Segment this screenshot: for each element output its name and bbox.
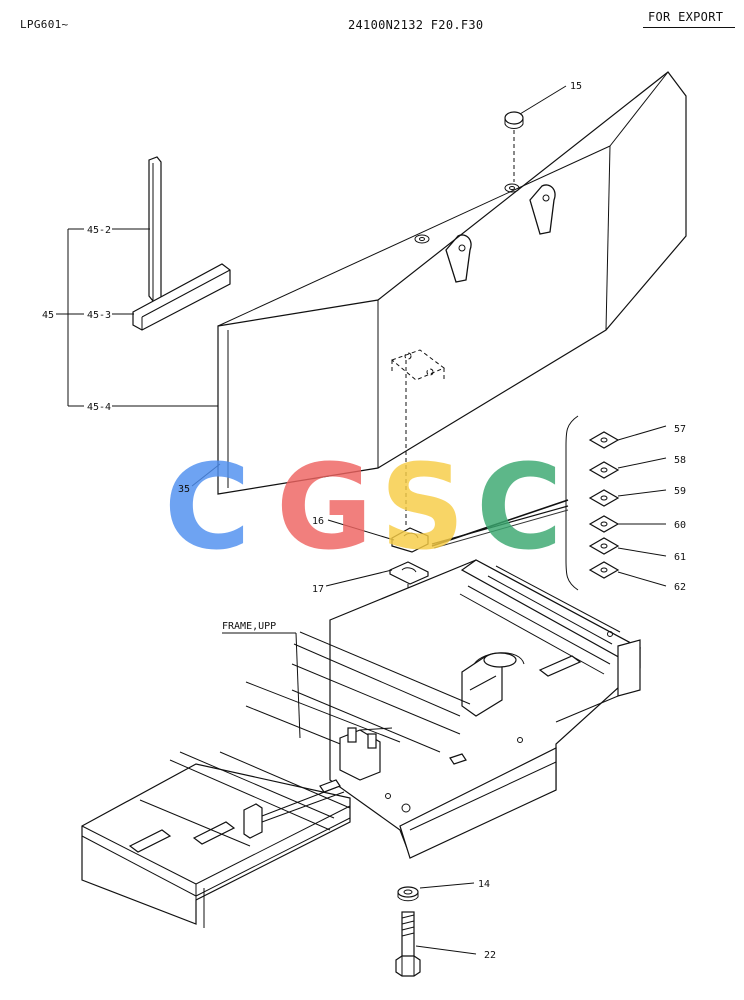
shim-62 (588, 561, 667, 587)
shim-leader-lines (431, 499, 569, 549)
callout-45: 45 (42, 310, 54, 321)
callout-45-bracket (56, 228, 218, 407)
shim-59 (588, 489, 667, 507)
market-label: FOR EXPORT (648, 10, 724, 24)
callout-45-4: 45-4 (87, 402, 111, 413)
callout-15: 15 (570, 81, 582, 92)
market-underline (643, 27, 735, 28)
callout-14: 14 (478, 879, 490, 890)
cap-part-15 (504, 85, 567, 182)
callout-35: 35 (178, 484, 190, 495)
callout-45-2: 45-2 (87, 225, 111, 236)
callout-60: 60 (674, 520, 686, 531)
callout-frame-upp: FRAME,UPP (222, 621, 276, 632)
counterweight-block (217, 71, 687, 495)
plate-part-17 (389, 561, 429, 585)
watermark-letter-c2: C (476, 438, 563, 576)
callout-22: 22 (484, 950, 496, 961)
leader-16 (327, 519, 395, 541)
watermark-letter-g: G (276, 438, 373, 576)
callout-59: 59 (674, 486, 686, 497)
shim-61 (588, 537, 667, 557)
document-code: LPG601~ (20, 18, 69, 31)
callout-62: 62 (674, 582, 686, 593)
shim-60 (588, 515, 666, 533)
plate-part-16 (391, 527, 429, 553)
callout-16: 16 (312, 516, 324, 527)
watermark-letter-c1: C (164, 438, 251, 576)
callout-61: 61 (674, 552, 686, 563)
callout-58: 58 (674, 455, 686, 466)
leader-35 (191, 463, 221, 487)
cgsc-watermark: C G S C (164, 438, 563, 576)
part-number-title: 24100N2132 F20.F30 (348, 18, 484, 32)
shim-stack (588, 425, 667, 587)
bolt-part-22 (395, 911, 477, 977)
shim-57 (588, 425, 667, 449)
callout-45-3: 45-3 (87, 310, 111, 321)
shim-58 (588, 457, 667, 479)
bar-part-45-3 (132, 263, 231, 331)
bar-part-45-2 (148, 156, 162, 302)
washer-part-14 (397, 882, 475, 902)
callout-17: 17 (312, 584, 324, 595)
shim-bracket (565, 415, 579, 591)
upper-frame (81, 559, 642, 928)
callout-57: 57 (674, 424, 686, 435)
watermark-letter-s: S (380, 438, 465, 576)
leader-17 (325, 569, 393, 587)
